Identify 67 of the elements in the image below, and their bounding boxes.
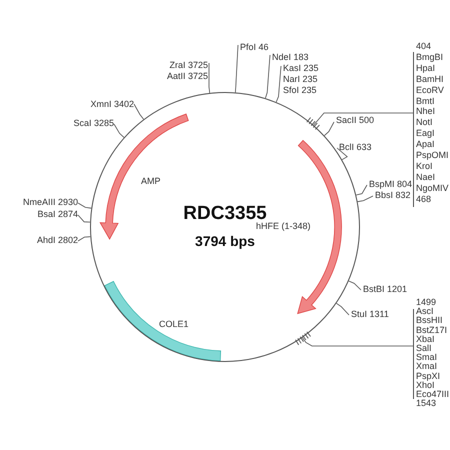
- site-label: NgoMIV: [416, 182, 449, 194]
- feature-label: COLE1: [159, 319, 189, 329]
- leader-line: [348, 280, 362, 290]
- site-label: NarI 235: [283, 74, 319, 85]
- site-label: SfoI 235: [283, 85, 318, 96]
- site-label: KroI: [416, 160, 434, 172]
- leader-line: [356, 184, 368, 196]
- leader-line: [208, 62, 210, 94]
- site-label: SmaI: [416, 353, 438, 362]
- site-label: NmeAIII 2930: [22, 197, 78, 208]
- site-label: EcoRV: [416, 84, 445, 96]
- site-label: ScaI 3285: [73, 118, 114, 129]
- site-label: BmgBI: [416, 52, 444, 63]
- leader-line: [336, 148, 348, 160]
- site-label: AatII 3725: [166, 71, 208, 82]
- feature-label: hHFE (1-348): [256, 221, 311, 231]
- site-label: 1543: [416, 399, 438, 408]
- site-label: PfoI 46: [240, 42, 269, 53]
- site-label: AscI: [416, 307, 435, 316]
- leader-line: [114, 124, 124, 138]
- plasmid-name: RDC3355: [182, 203, 267, 224]
- leader-line: [265, 54, 270, 99]
- site-label: BspMI 804: [369, 179, 412, 190]
- site-label: HpaI: [416, 62, 436, 74]
- leader-line: [276, 66, 282, 102]
- site-label: NaeI: [416, 172, 436, 183]
- leader-line: [313, 112, 414, 126]
- site-label: XhoI: [416, 380, 435, 390]
- site-label: BsaI 2874: [37, 209, 78, 220]
- leader-line: [357, 196, 374, 202]
- site-label: 404: [416, 41, 432, 52]
- leader-line: [324, 122, 334, 136]
- leader-line: [336, 302, 350, 316]
- site-label: 1499: [416, 298, 438, 308]
- site-label: EagI: [416, 128, 436, 140]
- site-label: BssHII: [416, 316, 444, 326]
- leader-line: [78, 202, 92, 209]
- leader-line: [302, 337, 414, 346]
- site-label: NheI: [416, 106, 436, 118]
- site-label: BclI 633: [339, 142, 372, 153]
- site-label: XbaI: [416, 334, 436, 344]
- site-label: SacII 500: [336, 115, 374, 126]
- site-label: PspXI: [416, 372, 442, 381]
- site-label: XmaI: [416, 362, 438, 372]
- site-label: AhdI 2802: [36, 235, 78, 246]
- site-label: BstBI 1201: [363, 284, 408, 295]
- leader-line: [78, 236, 91, 242]
- leader-line: [235, 44, 238, 93]
- site-label: ZraI 3725: [168, 60, 208, 71]
- feature-label: AMP: [141, 176, 161, 186]
- site-label: NotI: [416, 117, 434, 128]
- site-label: StuI 1311: [351, 309, 389, 320]
- site-label: BamHI: [416, 74, 445, 85]
- site-label: NdeI 183: [272, 52, 309, 63]
- leader-line: [134, 104, 144, 120]
- site-label: SalI: [416, 344, 433, 354]
- site-label: KasI 235: [283, 63, 319, 74]
- leader-line: [78, 214, 90, 222]
- site-label: 468: [416, 194, 432, 205]
- site-label: BbsI 832: [375, 190, 411, 201]
- site-label: Eco47III: [416, 390, 450, 400]
- site-label: BstZ17I: [416, 326, 448, 335]
- plasmid-size: 3794 bps: [194, 233, 256, 249]
- site-label: BmtI: [416, 96, 436, 106]
- site-label: XmnI 3402: [90, 99, 134, 110]
- site-label: PspOMI: [416, 150, 449, 161]
- site-label: ApaI: [416, 139, 436, 150]
